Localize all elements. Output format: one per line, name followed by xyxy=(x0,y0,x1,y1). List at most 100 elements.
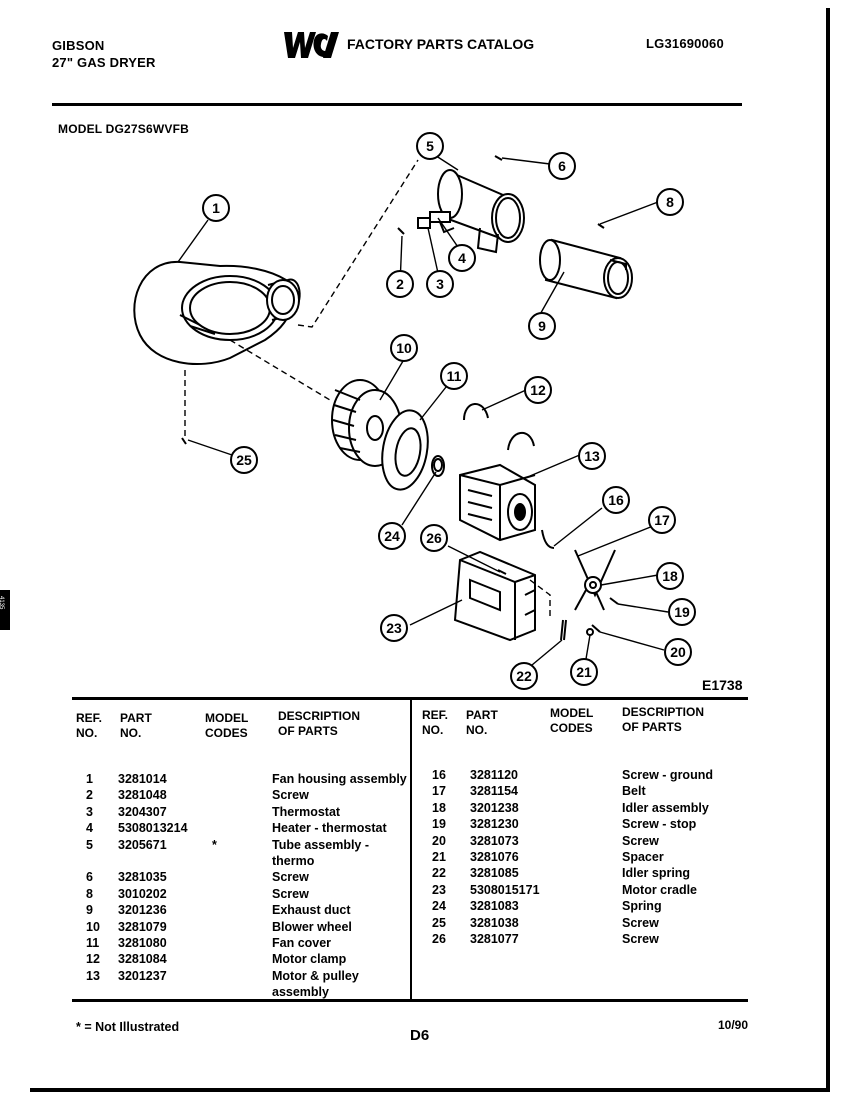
ref-cell: 17 xyxy=(432,784,446,799)
part-number-cell: 3281048 xyxy=(118,788,167,803)
part-header-right: PART NO. xyxy=(466,708,498,737)
motor-clamp-part-2 xyxy=(507,432,535,451)
callout-number: 5 xyxy=(426,138,434,154)
part-number-cell: 5308013214 xyxy=(118,821,188,836)
callout-8: 8 xyxy=(656,188,684,216)
callout-22: 22 xyxy=(510,662,538,690)
motor-clamp-part xyxy=(463,403,489,421)
part-number-cell: 3281154 xyxy=(470,784,518,799)
part-number-cell: 3281230 xyxy=(470,817,519,832)
callout-26: 26 xyxy=(420,524,448,552)
description-cell: Belt xyxy=(622,784,646,799)
part-number-cell: 3204307 xyxy=(118,804,167,819)
idler-spring-part xyxy=(560,619,567,641)
part-number-cell: 3281077 xyxy=(470,932,519,946)
spring-part xyxy=(433,458,443,472)
description-cell: Motor clamp xyxy=(272,952,347,967)
part-number-cell: 3281083 xyxy=(470,899,519,914)
callout-number: 22 xyxy=(516,668,532,684)
callout-number: 21 xyxy=(576,664,592,680)
screw-20-part xyxy=(591,624,601,633)
callout-19: 19 xyxy=(668,598,696,626)
model-code-cell: * xyxy=(212,837,217,852)
ref-cell: 21 xyxy=(432,850,446,864)
description-cell: thermo xyxy=(272,854,315,868)
callout-number: 3 xyxy=(436,276,444,292)
description-cell: Fan cover xyxy=(272,936,332,950)
ref-cell: 9 xyxy=(86,903,93,918)
description-cell: Motor cradle xyxy=(622,882,698,897)
part-number-cell: 5308015171 xyxy=(470,882,540,897)
part-number-cell: 3201237 xyxy=(118,968,167,983)
page-frame xyxy=(30,8,830,1092)
ref-cell: 23 xyxy=(432,882,446,897)
callout-number: 18 xyxy=(662,568,678,584)
description-cell: Heater - thermostat xyxy=(272,821,387,836)
part-number-cell: 3201238 xyxy=(470,800,519,815)
callout-number: 9 xyxy=(538,318,546,334)
wci-logo-icon xyxy=(284,32,339,58)
callout-number: 13 xyxy=(584,448,600,464)
ref-cell: 22 xyxy=(432,866,446,881)
desc-header-right: DESCRIPTION OF PARTS xyxy=(622,705,705,734)
callout-6: 6 xyxy=(548,152,576,180)
ref-cell: 1 xyxy=(86,772,93,786)
ref-cell: 11 xyxy=(86,936,100,950)
description-cell: Screw xyxy=(272,788,309,803)
description-cell: Idler spring xyxy=(622,866,691,881)
description-cell: Screw xyxy=(622,833,659,848)
part-number-cell: 3205671 xyxy=(118,837,167,852)
callout-12: 12 xyxy=(524,376,552,404)
screw-26-part xyxy=(497,569,507,575)
desc-header-left: DESCRIPTION OF PARTS xyxy=(278,709,361,738)
callout-number: 16 xyxy=(608,492,624,508)
part-number-cell: 3281079 xyxy=(118,919,167,934)
callout-3: 3 xyxy=(426,270,454,298)
description-cell: Spacer xyxy=(622,850,664,864)
callout-13: 13 xyxy=(578,442,606,470)
ref-cell: 12 xyxy=(86,952,100,967)
table-top-rule xyxy=(72,697,748,700)
callout-5: 5 xyxy=(416,132,444,160)
ref-cell: 4 xyxy=(86,821,93,836)
stop-screw-part xyxy=(609,597,619,605)
callout-number: 4 xyxy=(458,250,466,266)
callout-number: 26 xyxy=(426,530,442,546)
ref-header-left: REF. NO. xyxy=(76,711,103,740)
model-header-left: MODEL CODES xyxy=(205,711,249,740)
ref-cell: 13 xyxy=(86,968,100,983)
callout-11: 11 xyxy=(440,362,468,390)
description-cell: Exhaust duct xyxy=(272,903,351,918)
fan-housing-part xyxy=(133,260,301,365)
callout-number: 6 xyxy=(558,158,566,174)
callout-number: 24 xyxy=(384,528,400,544)
callout-number: 2 xyxy=(396,276,404,292)
callout-10: 10 xyxy=(390,334,418,362)
header-rule xyxy=(52,103,742,106)
description-cell: Screw - stop xyxy=(622,817,697,832)
motor-part xyxy=(459,463,536,542)
part-number-cell: 3281038 xyxy=(470,915,519,930)
callout-number: 25 xyxy=(236,452,252,468)
part-number-cell: 3281014 xyxy=(118,772,167,786)
description-cell: Fan housing assembly xyxy=(272,772,407,786)
brand-name: GIBSON xyxy=(52,38,105,53)
callout-21: 21 xyxy=(570,658,598,686)
model-header-right: MODEL CODES xyxy=(550,706,594,735)
part-number-cell: 3281120 xyxy=(470,768,518,782)
description-cell: Blower wheel xyxy=(272,919,352,934)
ref-cell: 6 xyxy=(86,870,93,885)
callout-25: 25 xyxy=(230,446,258,474)
callout-9: 9 xyxy=(528,312,556,340)
callout-23: 23 xyxy=(380,614,408,642)
description-cell: assembly xyxy=(272,985,329,1000)
spacer-part xyxy=(586,628,594,636)
part-number-cell: 3010202 xyxy=(118,886,167,901)
callout-number: 23 xyxy=(386,620,402,636)
ref-cell: 2 xyxy=(86,788,93,803)
ground-screw-part xyxy=(541,529,555,549)
callout-number: 17 xyxy=(654,512,670,528)
callout-number: 12 xyxy=(530,382,546,398)
callout-4: 4 xyxy=(448,244,476,272)
